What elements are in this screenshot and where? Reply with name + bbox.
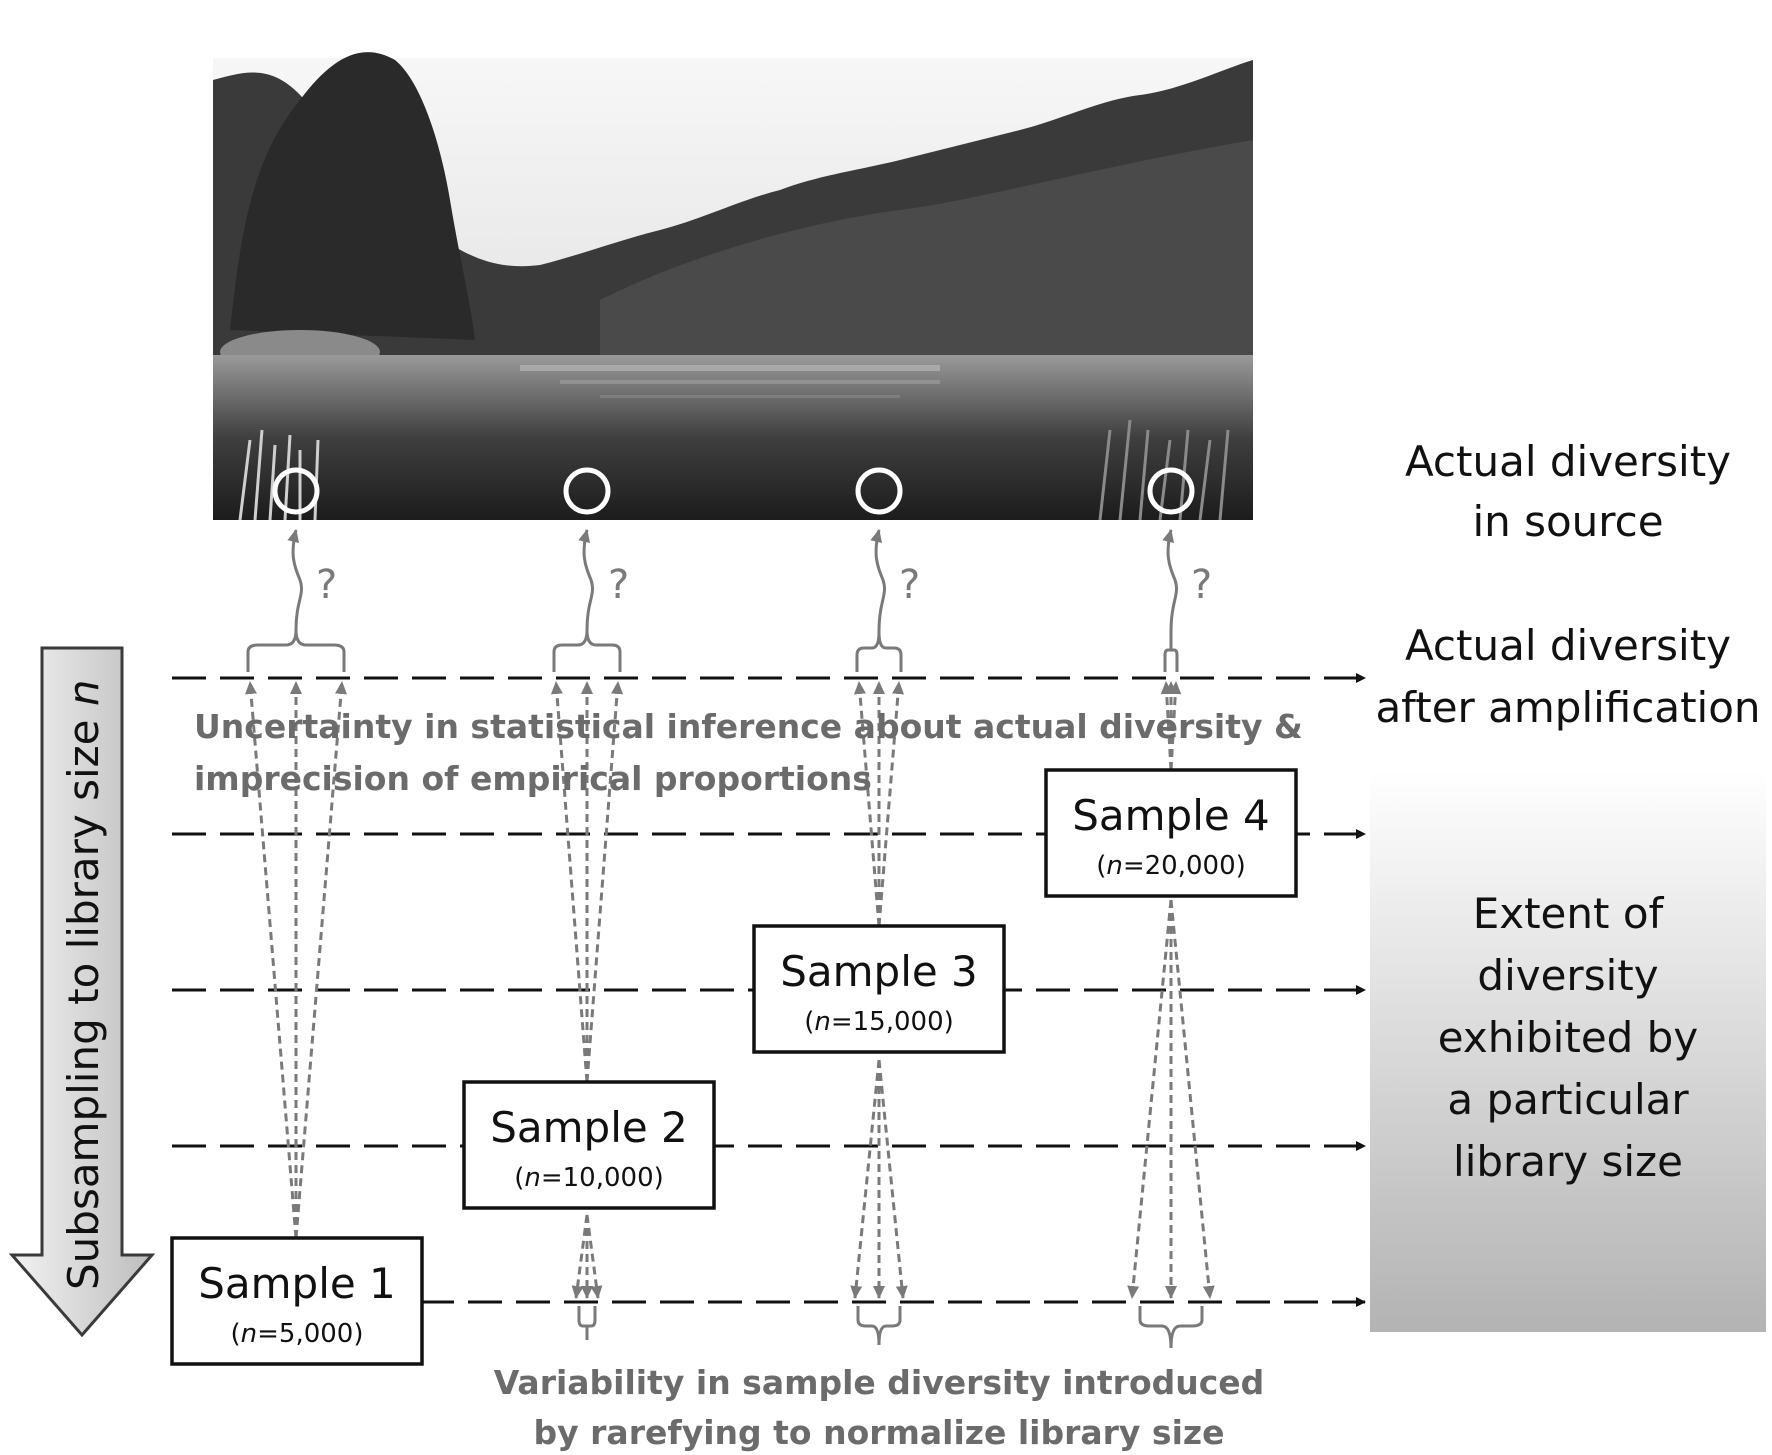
uncertainty-note: Uncertainty in statistical inference abo… [194,707,1303,798]
svg-text:Uncertainty in statistical inf: Uncertainty in statistical inference abo… [194,707,1303,746]
label-actual-source: Actual diversity in source [1405,437,1731,546]
sample-2-n: (n=10,000) [514,1163,664,1193]
amplification-brackets [246,529,1179,672]
svg-text:imprecision of empirical propo: imprecision of empirical proportions [194,759,872,798]
label-extent: Extent of diversity exhibited by a parti… [1438,889,1698,1186]
label-actual-amplification: Actual diversity after amplification [1375,621,1760,732]
extent-panel [1370,770,1766,1332]
site-marker-2 [563,467,611,515]
question-marks: ? ? ? ? [316,562,1212,608]
svg-text:a particular: a particular [1447,1075,1689,1124]
sample-site-markers [272,467,1195,515]
sample-4-title: Sample 4 [1072,791,1270,840]
sample-box-2: Sample 2 (n=10,000) [462,1080,716,1210]
svg-text:diversity: diversity [1477,951,1658,1000]
sample-4-n: (n=20,000) [1096,851,1246,881]
subsampling-label: Subsampling to library size n [59,679,108,1290]
svg-text:exhibited by: exhibited by [1438,1013,1698,1062]
sample-3-n: (n=15,000) [804,1007,954,1037]
rarefy-brackets [577,1306,1204,1349]
sample-1-title: Sample 1 [198,1259,396,1308]
site-marker-1 [272,467,320,515]
sample-3-title: Sample 3 [780,947,978,996]
svg-text:Actual diversity: Actual diversity [1405,621,1731,670]
svg-text:library size: library size [1453,1137,1683,1186]
sample-2-title: Sample 2 [490,1103,688,1152]
sample-box-4: Sample 4 (n=20,000) [1044,768,1298,898]
site-marker-4 [1147,467,1195,515]
svg-text:Actual diversity: Actual diversity [1405,437,1731,486]
svg-text:by rarefying to normalize libr: by rarefying to normalize library size [534,1413,1225,1452]
lake-photo [213,52,1253,521]
svg-text:in source: in source [1472,497,1663,546]
question-mark-2: ? [608,562,629,608]
sample-1-n: (n=5,000) [230,1319,363,1349]
inference-arrows [245,681,1215,1299]
sample-box-1: Sample 1 (n=5,000) [170,1236,424,1366]
variability-note: Variability in sample diversity introduc… [494,1363,1265,1452]
sample-box-3: Sample 3 (n=15,000) [752,924,1006,1054]
svg-text:after amplification: after amplification [1375,683,1760,732]
svg-text:Extent of: Extent of [1473,889,1665,938]
svg-text:Variability in sample diversit: Variability in sample diversity introduc… [494,1363,1265,1402]
question-mark-3: ? [899,562,920,608]
question-mark-1: ? [316,562,337,608]
site-marker-3 [855,467,903,515]
question-mark-4: ? [1191,562,1212,608]
subsampling-arrow [8,646,156,1338]
